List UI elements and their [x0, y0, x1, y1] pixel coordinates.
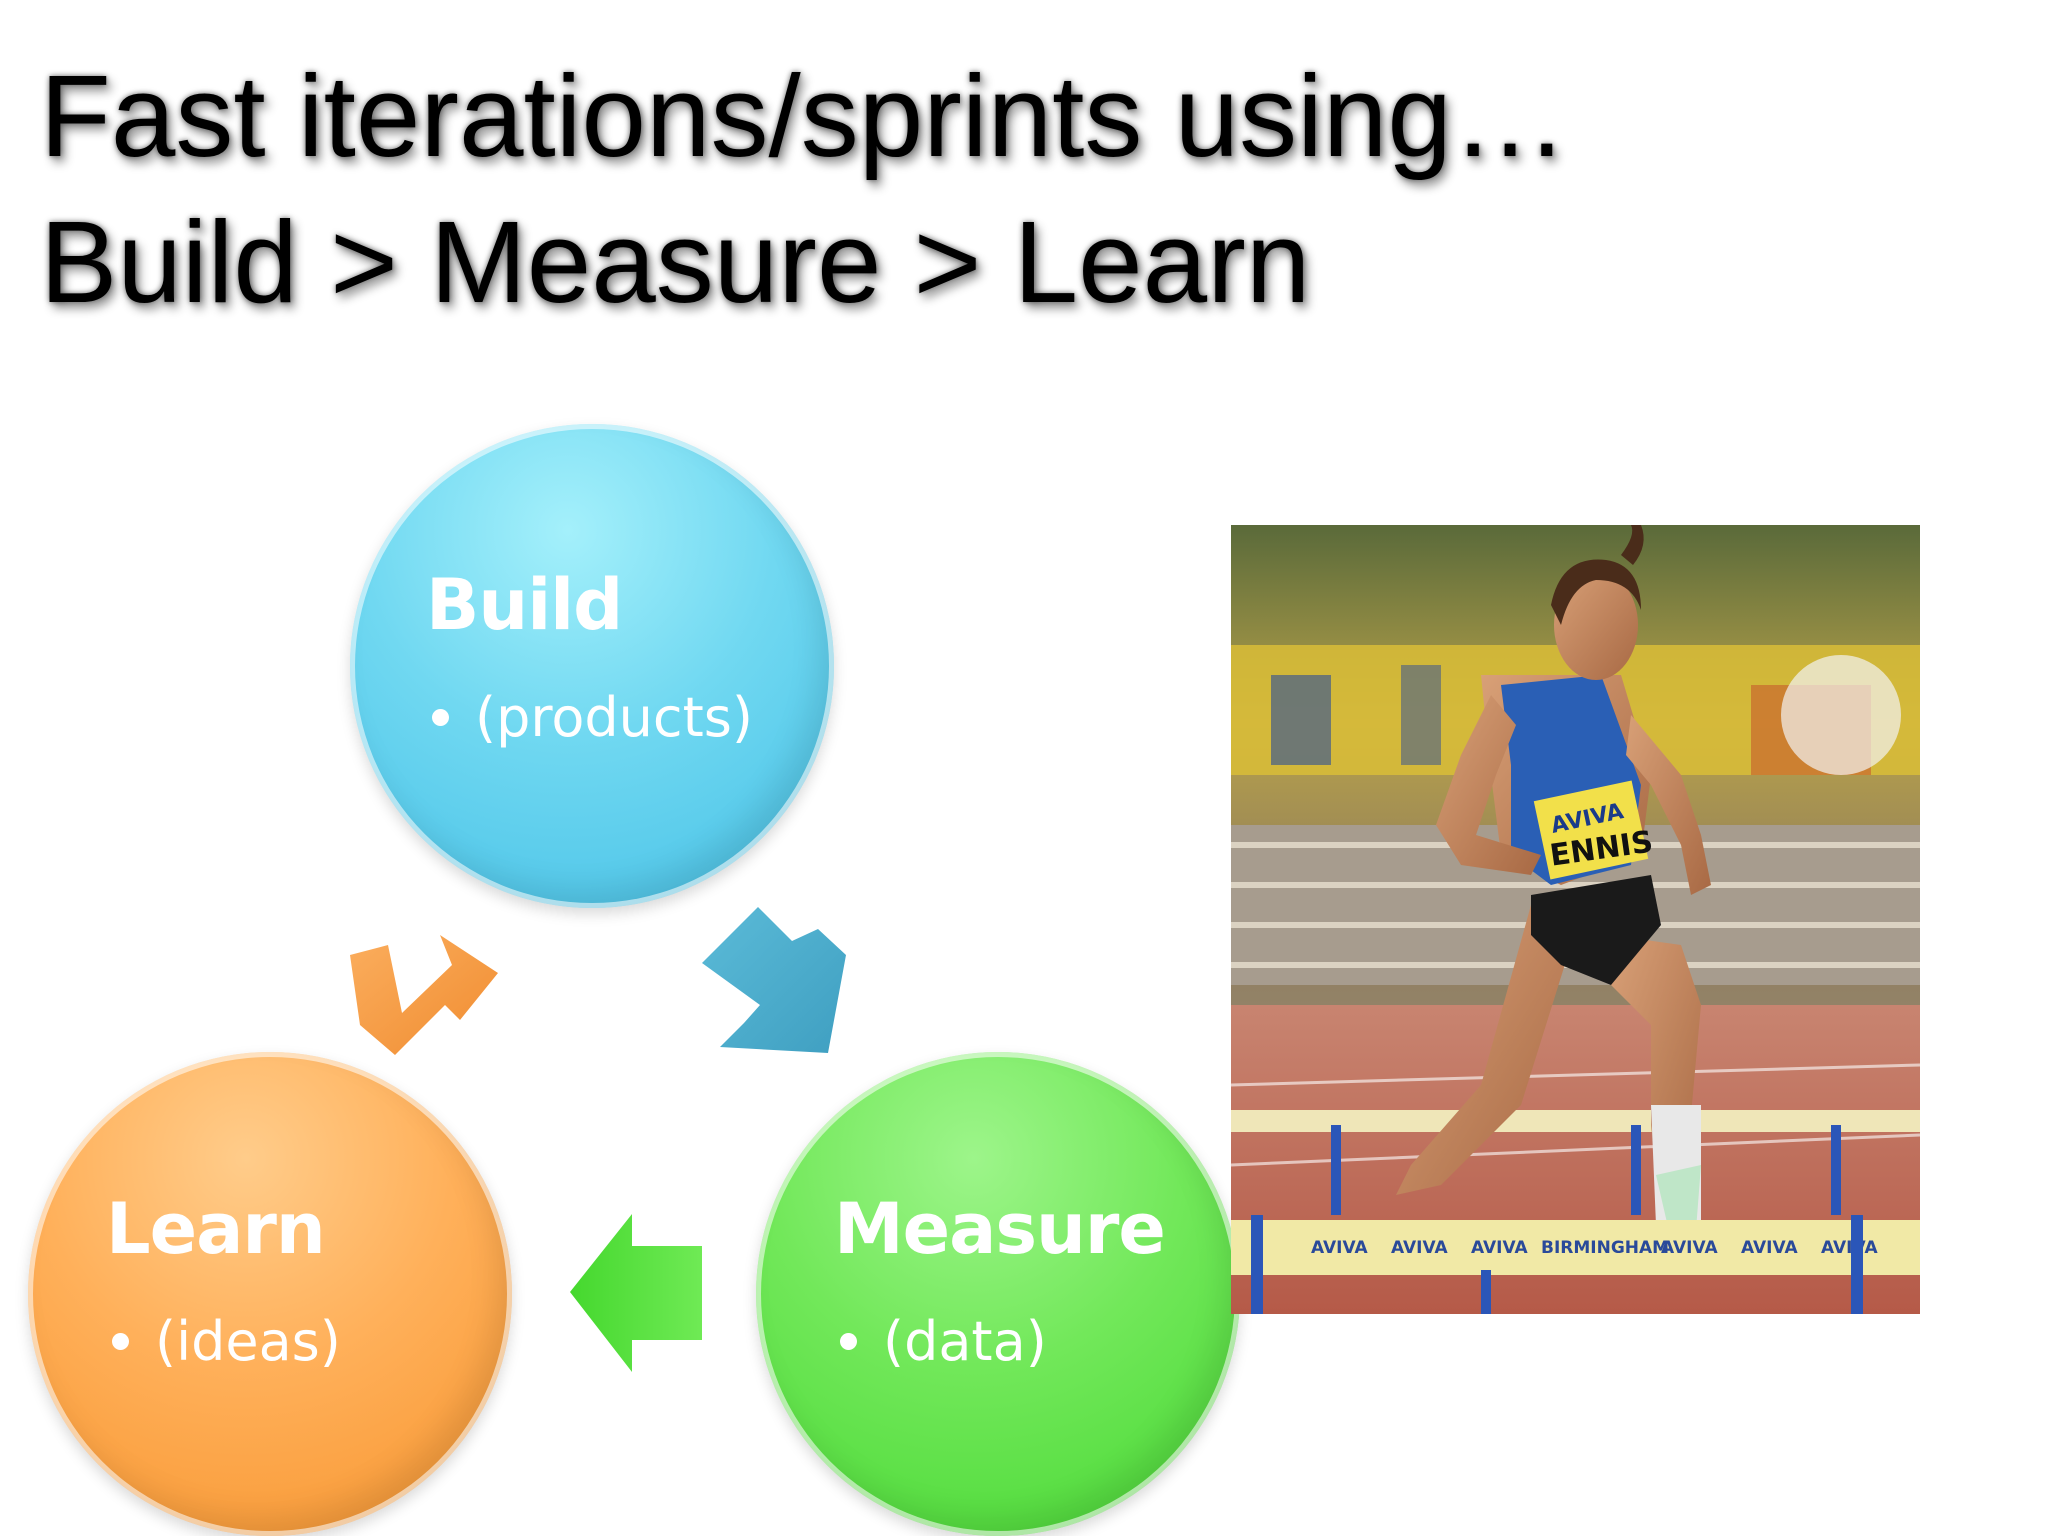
athlete-photo: AVIVA ENNIS AVIVA AVIVA AVIVA BIRMINGHAM… [1231, 525, 1920, 1314]
measure-bullet-item: (data) [840, 1310, 1047, 1373]
learn-bullet-item: (ideas) [112, 1310, 341, 1373]
hurdle-banner-text-6: AVIVA [1741, 1238, 1798, 1258]
hurdler-image: AVIVA ENNIS AVIVA AVIVA AVIVA BIRMINGHAM… [1231, 525, 1920, 1314]
bullet-icon [112, 1333, 129, 1350]
build-circle: Build (products) [350, 424, 834, 908]
measure-circle: Measure (data) [756, 1052, 1240, 1536]
build-to-measure-arrow-icon [702, 907, 846, 1053]
measure-label: Measure [834, 1188, 1166, 1270]
hurdle-banner-text-4: BIRMINGHAM [1541, 1238, 1669, 1258]
bullet-icon [840, 1333, 857, 1350]
learn-item-text: (ideas) [155, 1310, 341, 1373]
learn-circle: Learn (ideas) [28, 1052, 512, 1536]
measure-item-text: (data) [883, 1310, 1047, 1373]
measure-circle-ring [756, 1052, 1240, 1536]
slide-title-line-1: Fast iterations/sprints using… [40, 51, 1568, 181]
measure-to-learn-arrow-icon [570, 1214, 702, 1372]
hurdle-banner-text-2: AVIVA [1391, 1238, 1448, 1258]
slide-title-line-2: Build > Measure > Learn [40, 197, 1311, 327]
build-bullet-item: (products) [432, 686, 753, 749]
learn-label: Learn [106, 1188, 326, 1270]
learn-to-build-arrow-icon [350, 935, 498, 1055]
hurdle-banner-text-3: AVIVA [1471, 1238, 1528, 1258]
hurdle-banner-text-7: AVIVA [1821, 1238, 1878, 1258]
bullet-icon [432, 709, 449, 726]
hurdle-banner-text-1: AVIVA [1311, 1238, 1368, 1258]
hurdle-banner-text-5: AVIVA [1661, 1238, 1718, 1258]
build-circle-ring [350, 424, 834, 908]
build-label: Build [426, 564, 623, 646]
learn-circle-ring [28, 1052, 512, 1536]
build-item-text: (products) [475, 686, 753, 749]
